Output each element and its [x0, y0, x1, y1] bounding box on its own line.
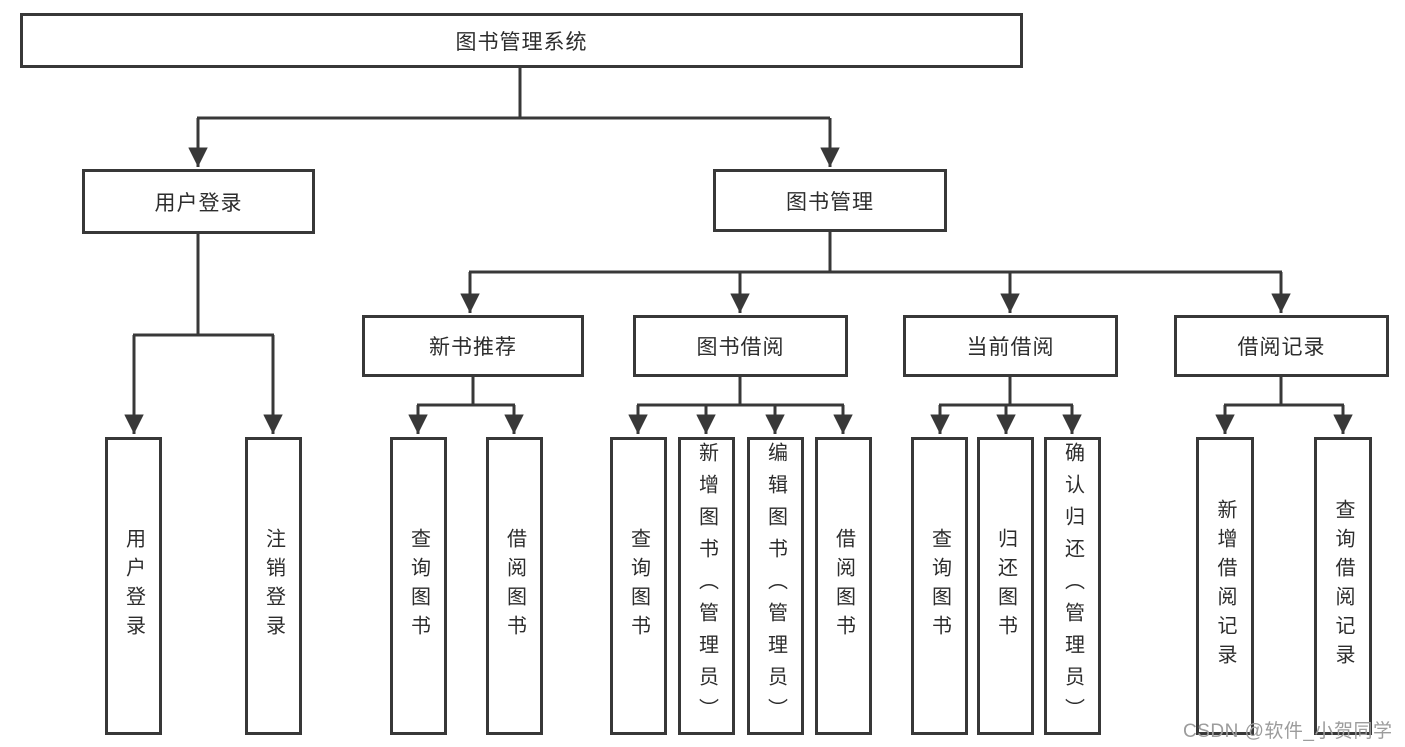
leaf-add-books-admin: 新增图书（管理员）	[678, 437, 735, 735]
leaf-logout: 注销登录	[245, 437, 302, 735]
leaf-add-borrow-record: 新增借阅记录	[1196, 437, 1254, 735]
leaf-edit-books-admin: 编辑图书（管理员）	[747, 437, 804, 735]
node-borrowing-records: 借阅记录	[1174, 315, 1389, 377]
leaf-query-borrow-record: 查询借阅记录	[1314, 437, 1372, 735]
leaf-user-login: 用户登录	[105, 437, 162, 735]
leaf-borrow-books-recommend: 借阅图书	[486, 437, 543, 735]
leaf-query-books-recommend: 查询图书	[390, 437, 447, 735]
node-new-book-recommendation: 新书推荐	[362, 315, 584, 377]
watermark: CSDN @软件_小贺同学	[1183, 721, 1393, 742]
leaf-borrow-books-borrowing: 借阅图书	[815, 437, 872, 735]
node-book-management: 图书管理	[713, 169, 947, 232]
node-book-borrowing: 图书借阅	[633, 315, 848, 377]
node-library-management-system: 图书管理系统	[20, 13, 1023, 68]
leaf-query-books-current: 查询图书	[911, 437, 968, 735]
node-user-login: 用户登录	[82, 169, 315, 234]
leaf-return-books: 归还图书	[977, 437, 1034, 735]
leaf-query-books-borrowing: 查询图书	[610, 437, 667, 735]
node-current-borrowing: 当前借阅	[903, 315, 1118, 377]
leaf-confirm-return-admin: 确认归还（管理员）	[1044, 437, 1101, 735]
